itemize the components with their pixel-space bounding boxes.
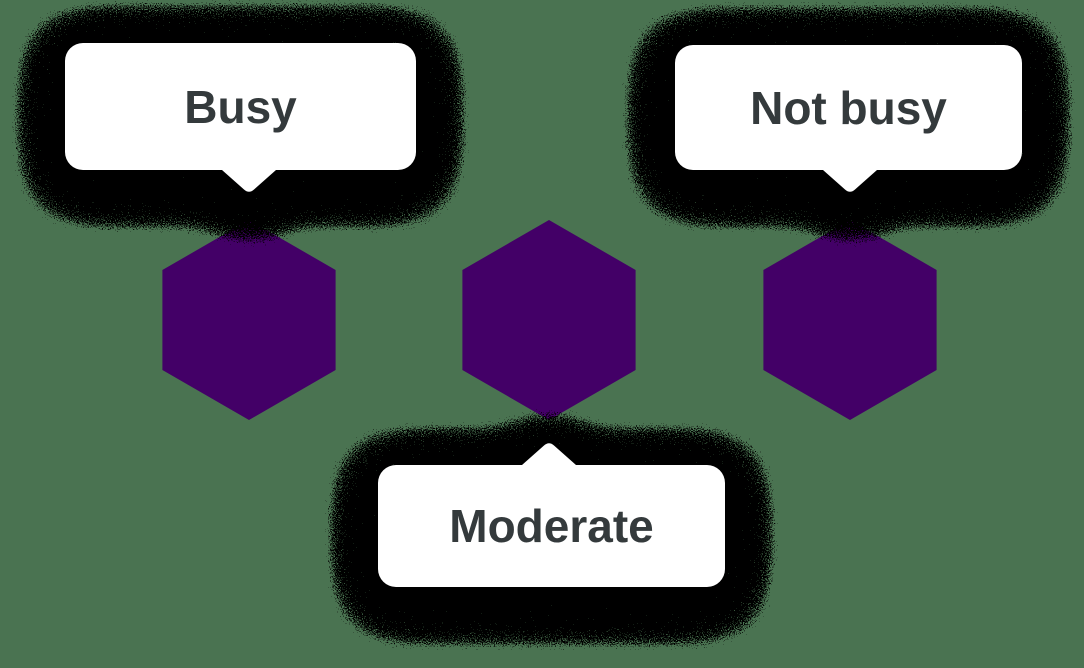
- speech-bubble-up-icon: [378, 443, 725, 587]
- not-busy-hexagon[interactable]: [763, 220, 937, 420]
- tooltip-label-moderate: Moderate: [449, 500, 653, 552]
- tooltip-not-busy: Not busy: [675, 45, 1022, 192]
- tooltip-busy: Busy: [65, 43, 416, 192]
- moderate-hexagon[interactable]: [462, 220, 636, 420]
- speech-bubble-down-icon: [65, 43, 416, 192]
- busy-hexagon[interactable]: [162, 220, 336, 420]
- speech-bubble-down-icon: [675, 45, 1022, 192]
- hexagon-group: [162, 220, 937, 420]
- tooltip-label-busy: Busy: [184, 81, 297, 133]
- tooltip-label-not-busy: Not busy: [750, 82, 947, 134]
- tooltip-moderate: Moderate: [378, 443, 725, 587]
